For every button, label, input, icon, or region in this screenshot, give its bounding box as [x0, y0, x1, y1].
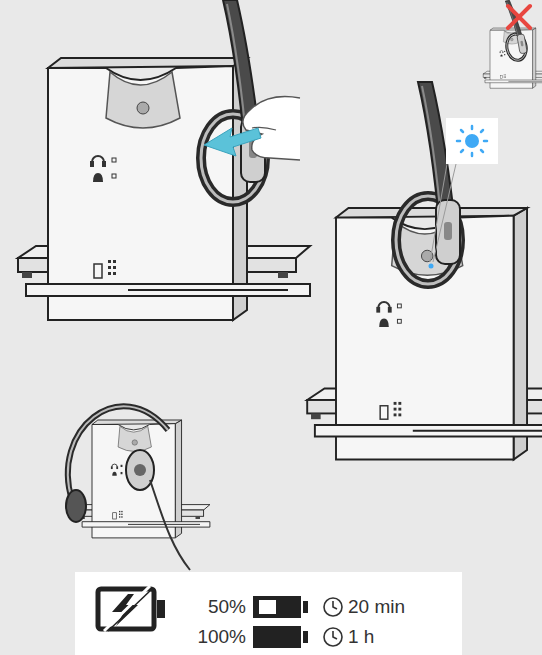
- battery-full: [253, 626, 308, 648]
- headset-inserting: [201, 0, 265, 202]
- base-station-right: [307, 82, 542, 460]
- wrong-placement: [483, 0, 542, 88]
- charge-time: 1 h: [348, 626, 374, 648]
- hand: [243, 97, 300, 161]
- charge-level: 100%: [197, 626, 246, 648]
- battery-half: [253, 596, 308, 618]
- charge-level: 50%: [208, 596, 246, 618]
- clock-icon: [324, 598, 342, 646]
- base-station-left: [18, 58, 310, 320]
- charge-time: 20 min: [348, 596, 405, 618]
- charge-panel: [75, 572, 462, 655]
- insert-arrow: [204, 128, 261, 156]
- led-callout: [430, 118, 498, 262]
- base-station-small: [66, 406, 210, 570]
